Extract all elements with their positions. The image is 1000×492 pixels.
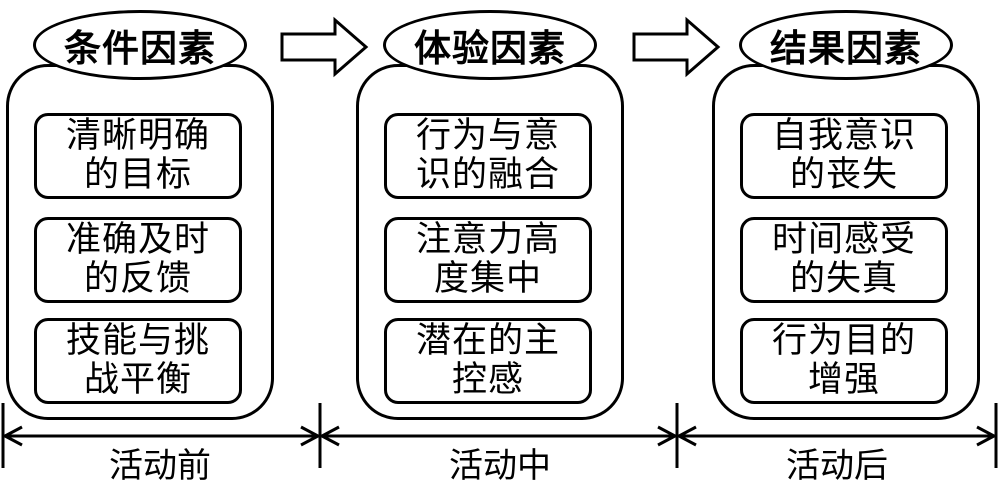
factor-label: 行为与意识的融合 [415, 116, 560, 195]
stage-title: 体验因素 [383, 10, 597, 80]
timeline-arrowhead [300, 425, 322, 447]
flow-arrow-1 [280, 16, 369, 78]
phase-label-before: 活动前 [109, 446, 211, 486]
factor-box: 行为目的增强 [740, 318, 948, 404]
factor-box: 自我意识的丧失 [740, 113, 948, 199]
factor-label: 行为目的增强 [771, 321, 916, 400]
factor-label: 潜在的主控感 [415, 321, 560, 400]
stage-experience: 体验因素 行为与意识的融合 注意力高度集中 潜在的主控感 [356, 0, 628, 440]
factor-box: 潜在的主控感 [384, 318, 592, 404]
timeline-arrowhead [318, 425, 340, 447]
stage-title: 条件因素 [33, 10, 247, 80]
factor-box: 准确及时的反馈 [34, 217, 242, 303]
timeline-arrowhead [1, 425, 23, 447]
factor-label: 时间感受的失真 [771, 220, 916, 299]
phase-label-after: 活动后 [786, 446, 888, 486]
factor-box: 清晰明确的目标 [34, 113, 242, 199]
factor-label: 自我意识的丧失 [771, 116, 916, 195]
flow-arrow-2 [632, 16, 721, 78]
factor-box: 行为与意识的融合 [384, 113, 592, 199]
phase-label-during: 活动中 [449, 446, 551, 486]
timeline-arrowhead [976, 425, 998, 447]
factor-box: 时间感受的失真 [740, 217, 948, 303]
factor-box: 技能与挑战平衡 [34, 318, 242, 404]
stage-condition: 条件因素 清晰明确的目标 准确及时的反馈 技能与挑战平衡 [6, 0, 278, 440]
stage-title: 结果因素 [739, 10, 953, 80]
timeline-arrowhead [675, 425, 697, 447]
timeline [1, 403, 998, 468]
stage-outcome: 结果因素 自我意识的丧失 时间感受的失真 行为目的增强 [712, 0, 984, 440]
factor-label: 准确及时的反馈 [65, 220, 210, 299]
factor-label: 注意力高度集中 [415, 220, 560, 299]
factor-label: 技能与挑战平衡 [65, 321, 210, 400]
factor-label: 清晰明确的目标 [65, 116, 210, 195]
factor-box: 注意力高度集中 [384, 217, 592, 303]
timeline-arrowhead [657, 425, 679, 447]
